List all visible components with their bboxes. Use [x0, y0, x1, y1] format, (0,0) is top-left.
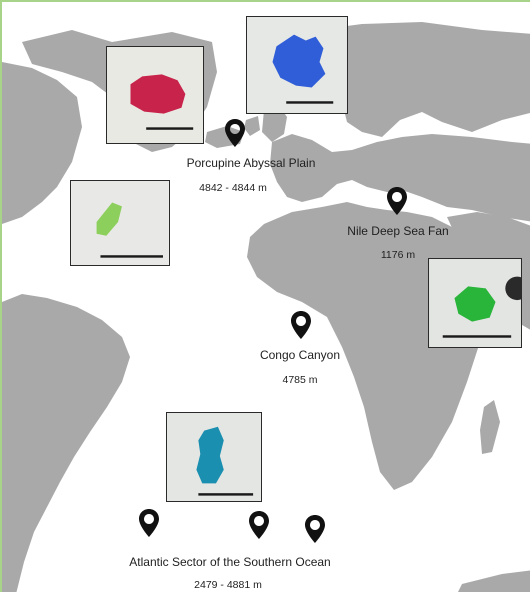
sample-thumb-light-green	[70, 180, 170, 266]
sample-red	[130, 74, 186, 114]
map-pin-icon	[249, 511, 269, 539]
north-america	[2, 62, 82, 224]
map-pin-icon	[139, 509, 159, 537]
sample-light-green	[96, 202, 122, 236]
map-pin-icon	[305, 515, 325, 543]
map-pin-icon	[387, 187, 407, 215]
south-america	[2, 294, 130, 592]
sample-teal	[196, 426, 224, 484]
madagascar	[480, 400, 500, 454]
map-pin-icon	[225, 119, 245, 147]
location-depth-southern: 2479 - 4881 m	[194, 579, 262, 591]
sample-blue	[272, 34, 326, 88]
location-name-nile: Nile Deep Sea Fan	[347, 224, 449, 238]
sample-thumb-blue	[246, 16, 348, 114]
antarctic-fragment	[458, 570, 530, 592]
location-depth-congo: 4785 m	[282, 374, 318, 386]
location-name-porcupine: Porcupine Abyssal Plain	[186, 156, 316, 170]
location-name-southern: Atlantic Sector of the Southern Ocean	[129, 555, 331, 569]
sample-thumb-red	[106, 46, 204, 144]
location-depth-porcupine: 4842 - 4844 m	[199, 182, 267, 194]
ireland	[244, 116, 260, 136]
map-pin-icon	[291, 311, 311, 339]
location-depth-nile: 1176 m	[380, 249, 416, 261]
sample-green	[454, 286, 496, 322]
location-name-congo: Congo Canyon	[259, 348, 341, 362]
sample-thumb-teal	[166, 412, 262, 502]
sample-thumb-green	[428, 258, 522, 348]
scandinavia	[302, 22, 530, 137]
europe	[270, 134, 530, 222]
